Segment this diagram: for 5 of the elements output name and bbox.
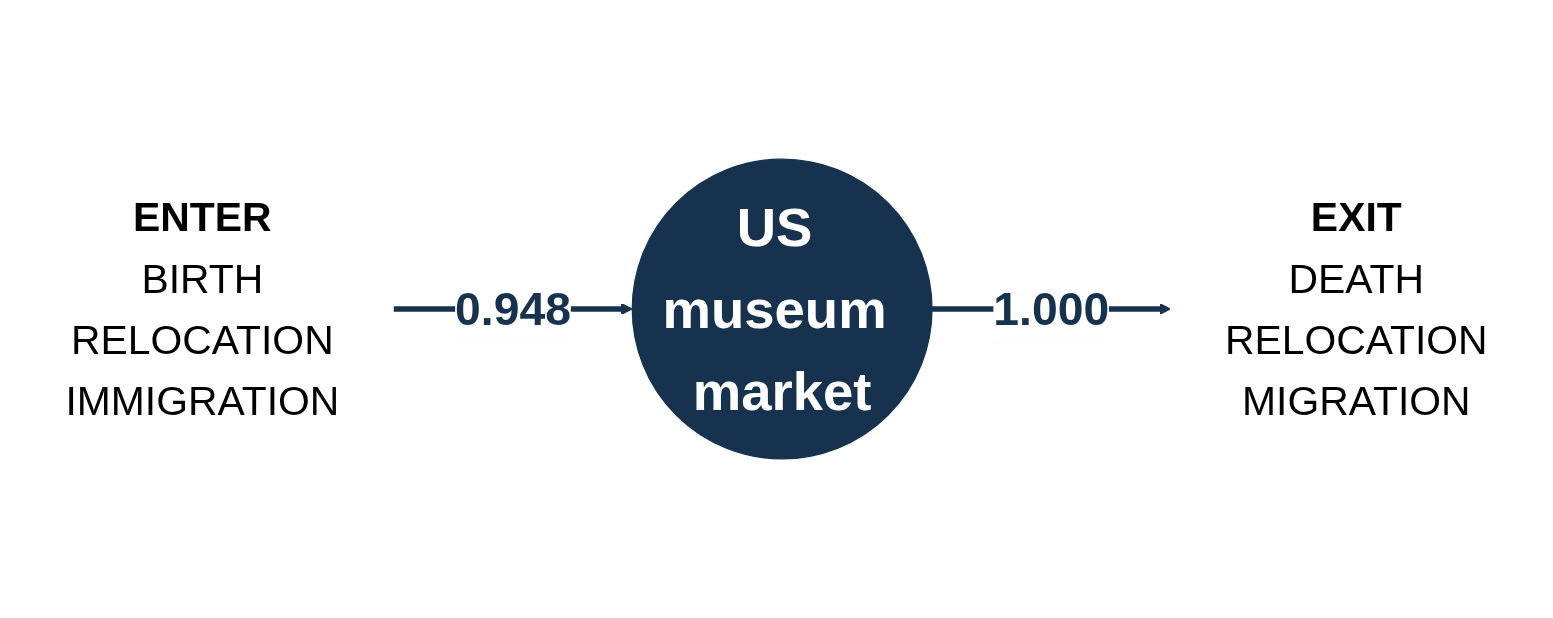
node-text: ENTER BIRTH RELOCATION IMMIGRATION: [65, 194, 340, 424]
edge-label: 1.000: [993, 282, 1110, 335]
node-circle: US museum market: [631, 158, 933, 460]
node-text: EXIT DEATH RELOCATION MIGRATION: [1224, 194, 1488, 424]
edge-label: 0.948: [455, 282, 571, 335]
